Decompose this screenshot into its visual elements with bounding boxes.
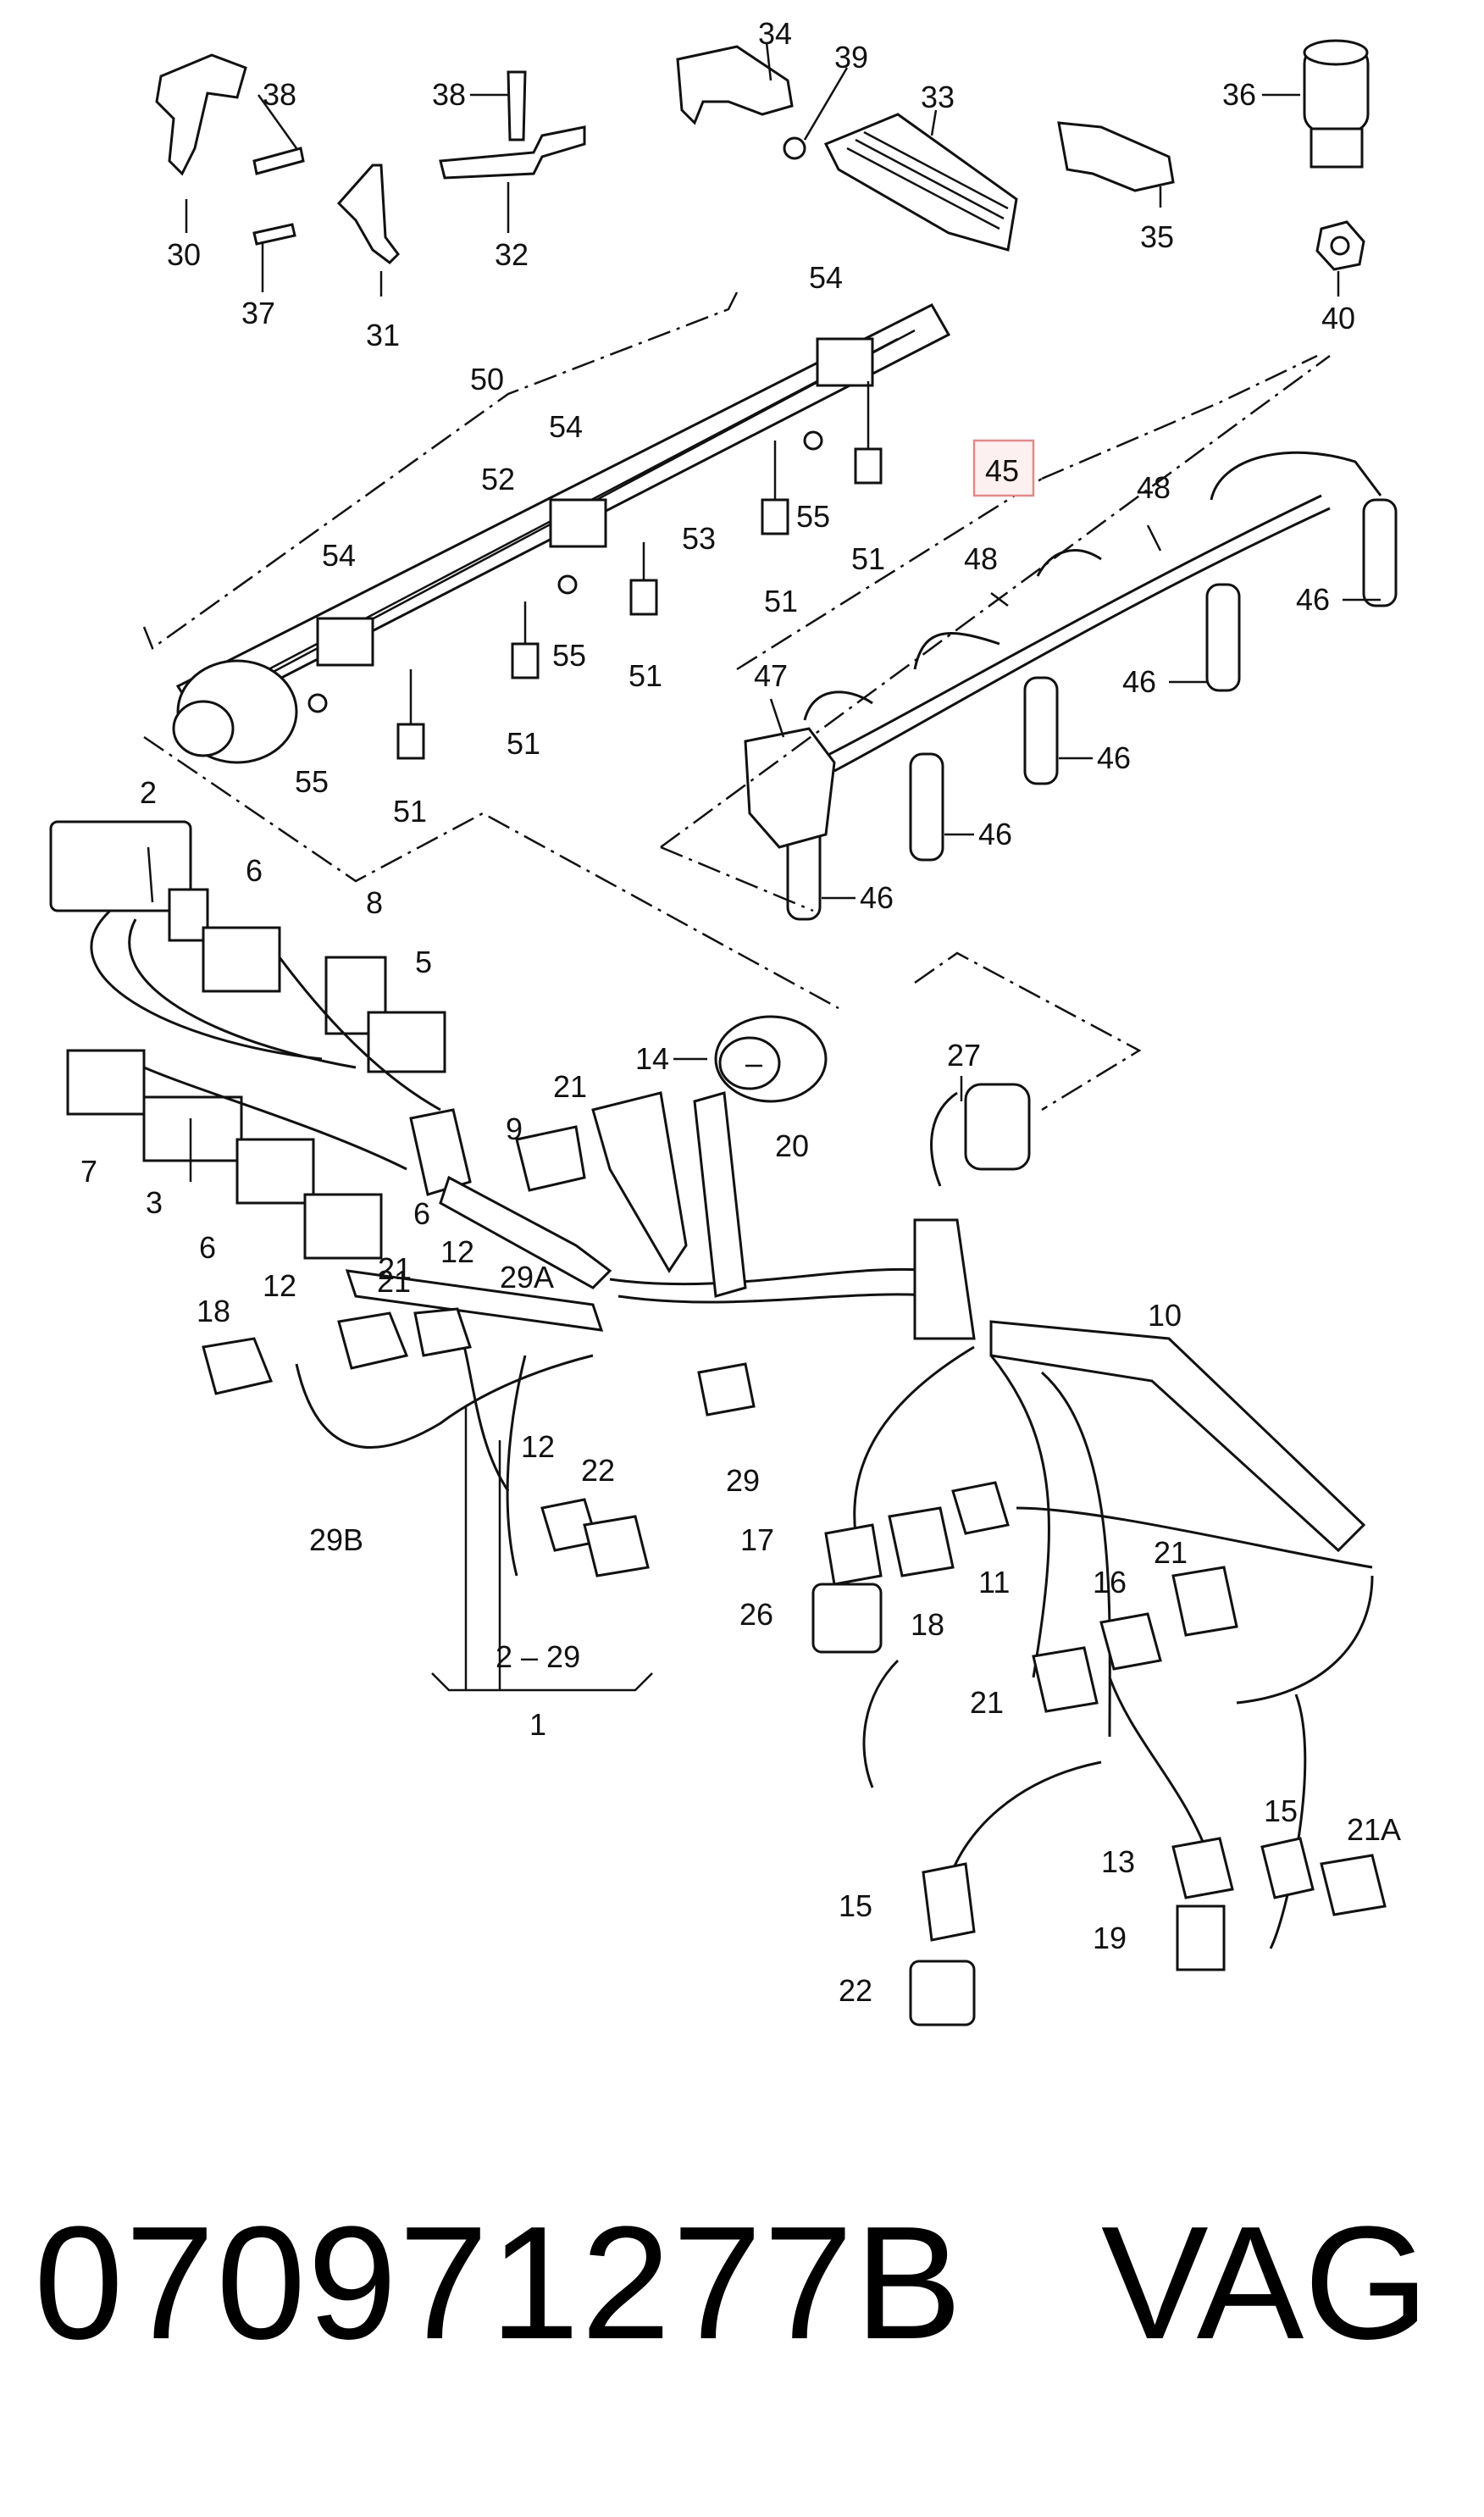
callout-label: 52 [481, 462, 515, 496]
callout-label: 31 [366, 318, 400, 352]
clip-34 [676, 45, 794, 125]
callout-label: 29A [500, 1260, 554, 1295]
brand-name: VAG [1101, 2193, 1430, 2373]
callout-label: 33 [921, 80, 955, 114]
callout-label: 38 [263, 77, 296, 112]
callout-label: 3 [146, 1185, 163, 1220]
callout-label: 51 [507, 726, 540, 761]
callout-label: 48 [964, 541, 998, 576]
callout-label: 50 [470, 362, 504, 396]
part-number: 070971277B [34, 2193, 964, 2373]
highlight-box-45 [972, 439, 1035, 497]
callout-label: 12 [263, 1268, 296, 1303]
callout-label: 1 [529, 1707, 546, 1742]
callout-label: 22 [581, 1453, 615, 1488]
callout-label: 46 [978, 817, 1012, 851]
callout-label: 51 [628, 658, 662, 693]
bracket-30 [155, 53, 305, 176]
callout-label: 21 [378, 1251, 412, 1286]
callout-label: 15 [839, 1888, 872, 1923]
callout-label: 14 [635, 1041, 669, 1076]
callout-label: 55 [796, 499, 830, 534]
callout-label: 6 [246, 853, 263, 888]
callout-label: 2 [140, 775, 157, 810]
callout-label: 54 [549, 409, 583, 444]
relay-36 [1303, 39, 1370, 169]
clip-35 [1057, 121, 1175, 192]
callout-label: 53 [682, 521, 716, 556]
bracket-32 [439, 70, 586, 180]
callout-label: 18 [197, 1294, 230, 1328]
callout-label: 12 [440, 1234, 474, 1269]
callout-label: 46 [1122, 664, 1156, 699]
callout-label: 48 [1137, 470, 1171, 505]
callout-label: 17 [740, 1522, 774, 1557]
callout-label: 47 [754, 658, 788, 693]
callout-label: 13 [1101, 1844, 1135, 1879]
callout-label: 10 [1148, 1298, 1182, 1333]
callout-label: 32 [495, 237, 529, 272]
callout-label: 8 [366, 885, 383, 920]
callout-label: 12 [521, 1429, 555, 1464]
callout-label: 9 [506, 1112, 523, 1146]
nut-39 [783, 136, 806, 160]
leader-lines [147, 42, 1381, 1182]
callout-label: 5 [415, 945, 432, 979]
callout-label: 54 [809, 260, 843, 295]
callout-label: 37 [241, 296, 275, 330]
callout-label: 6 [413, 1196, 430, 1231]
callout-label: 27 [947, 1038, 981, 1073]
callout-label: 55 [295, 764, 329, 799]
callout-label: 46 [1097, 740, 1131, 775]
callout-label: 46 [860, 880, 894, 915]
callout-label: 30 [167, 237, 201, 272]
callout-label: 11 [978, 1565, 1010, 1599]
bracket-31 [252, 164, 400, 264]
callout-label: 34 [758, 16, 792, 51]
cover-33 [823, 113, 1018, 252]
callout-label: 21 [377, 1264, 411, 1299]
callout-label: 51 [851, 541, 885, 576]
callout-label: 21 [1154, 1535, 1188, 1570]
callout-label: 15 [1264, 1794, 1298, 1828]
parts-diagram: 34 39 33 36 38 38 30 32 37 31 35 40 50 5… [49, 16, 1401, 2026]
callout-label: 21 [970, 1685, 1004, 1720]
harness-1 [49, 820, 1387, 2026]
callout-label: 54 [322, 538, 356, 573]
callout-label: 35 [1140, 219, 1174, 254]
range-brace [431, 1672, 653, 1692]
callout-label: 45 [985, 453, 1019, 488]
callout-label: 39 [834, 40, 868, 75]
callout-label: 29B [309, 1522, 363, 1557]
callout-label: 40 [1321, 301, 1355, 335]
callout-label: 55 [552, 638, 586, 673]
callout-labels: 34 39 33 36 38 38 30 32 37 31 35 40 50 5… [80, 16, 1401, 2008]
callout-label: 38 [432, 77, 466, 112]
callout-label: 51 [764, 584, 798, 618]
callout-label: 29 [726, 1463, 760, 1498]
callout-label: 7 [80, 1154, 97, 1189]
callout-label: 6 [199, 1230, 216, 1265]
callout-label: 18 [911, 1607, 944, 1642]
callout-label: 21 [553, 1069, 587, 1104]
callout-label: 21A [1347, 1812, 1401, 1847]
callout-label: 46 [1296, 582, 1330, 617]
harness-50 [172, 303, 951, 764]
nut-40 [1315, 220, 1365, 271]
harness-45 [744, 451, 1398, 921]
callout-label: 2 – 29 [496, 1639, 580, 1674]
callout-label: 26 [739, 1597, 773, 1632]
callout-label: 22 [839, 1973, 872, 2008]
callout-label: 19 [1093, 1921, 1127, 1955]
callout-label: 20 [775, 1128, 809, 1163]
callout-label: 36 [1222, 77, 1256, 112]
callout-label: 51 [393, 794, 427, 829]
callout-label: 16 [1093, 1565, 1127, 1599]
